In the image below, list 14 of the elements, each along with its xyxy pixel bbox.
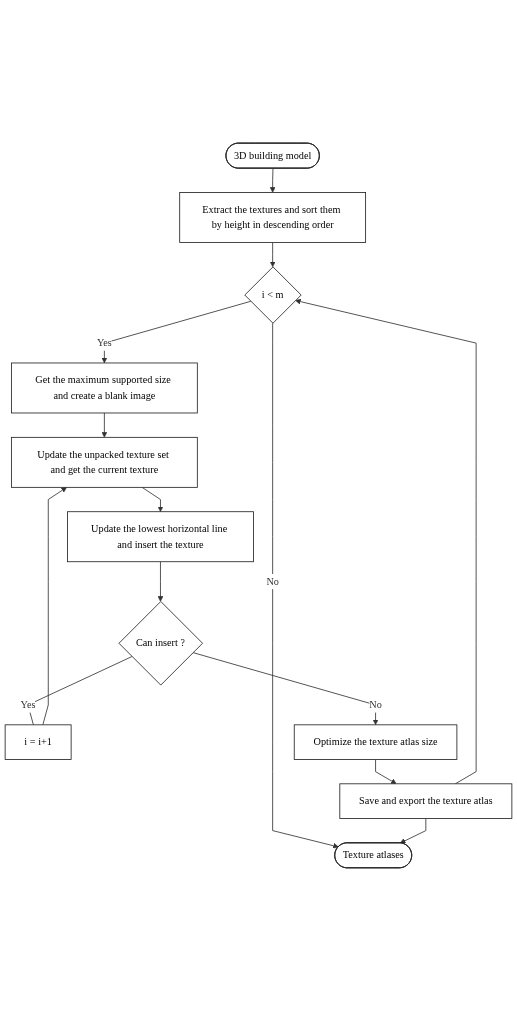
- connector: [27, 655, 133, 725]
- node-box: Save and export the texture atlas: [339, 782, 513, 819]
- node-box: i = i+1: [4, 723, 72, 760]
- edge-label: No: [266, 575, 279, 587]
- edge-label: Yes: [96, 336, 112, 348]
- edge-label: No: [369, 698, 382, 710]
- edge-label: Yes: [20, 698, 36, 710]
- node-box: Get the maximum supported size and create a blank image: [11, 362, 198, 413]
- node-box: Update the lowest horizontal line and insert the texture: [67, 510, 254, 562]
- node-diamond: i < m: [244, 265, 302, 324]
- node-box: Extract the textures and sort them by height in descending order: [179, 191, 367, 243]
- node-diamond: Can insert ?: [118, 600, 203, 686]
- node-box: Optimize the texture atlas size: [293, 723, 458, 760]
- node-box: Update the unpacked texture set and get the current texture: [11, 436, 198, 488]
